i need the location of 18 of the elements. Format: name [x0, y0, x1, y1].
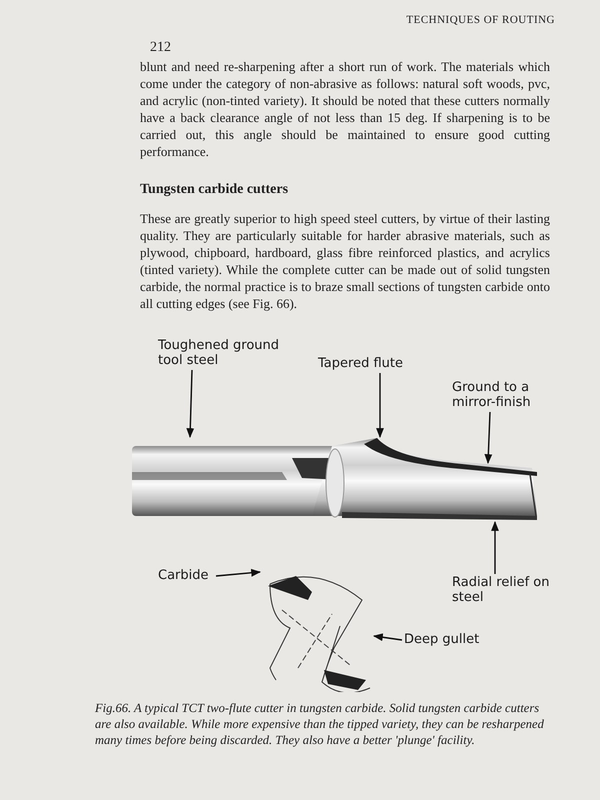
callout-label: Carbide [158, 568, 214, 583]
section-heading: Tungsten carbide cutters [140, 182, 290, 198]
callout-label: Radial relief on steel [452, 575, 552, 605]
figure-caption: Fig.66. A typical TCT two-flute cutter in tungsten carbide. Solid tungsten carbide cutters are also available. While more expensive than the tipped variety, they can be resharpened many times before being discarded. They also have a better 'plunge' facility. [95, 700, 545, 748]
leader-arrow [186, 370, 194, 438]
leader-arrow [484, 412, 492, 464]
callout-label: Deep gullet [404, 632, 514, 647]
callout-label: Ground to a mirror-finish [452, 380, 552, 410]
leader-arrow [491, 521, 499, 574]
leader-arrow [216, 568, 261, 577]
paragraph: These are greatly superior to high speed steel cutters, by virtue of their lasting quality. They are particularly suitable for harder abrasive materials, such as plywood, chipboard, hardboard, glass fibre reinforced plastics, and acrylics (tinted variety). While the complete cutter can be made out of solid tungsten carbide, the normal practice is to braze small sections of tungsten carbide onto all cutting edges (see Fig. 66). [140, 210, 550, 312]
callout-label: Tapered flute [318, 356, 438, 371]
running-header: TECHNIQUES OF ROUTING [405, 14, 555, 26]
leader-arrow [373, 633, 402, 642]
callout-label: Toughened ground tool steel [158, 338, 283, 368]
leader-arrow [376, 373, 384, 438]
page-number: 212 [150, 40, 172, 56]
paragraph: blunt and need re-sharpening after a short run of work. The materials which come under the category of non-abrasive as follows: natural soft woods, pvc, and acrylic (non-tinted variety). It should be noted that these cutters normally have a back clearance angle of not less than 15 deg. If sharpening is to be carried out, this angle should be maintained to ensure good cutting performance. [140, 58, 550, 160]
